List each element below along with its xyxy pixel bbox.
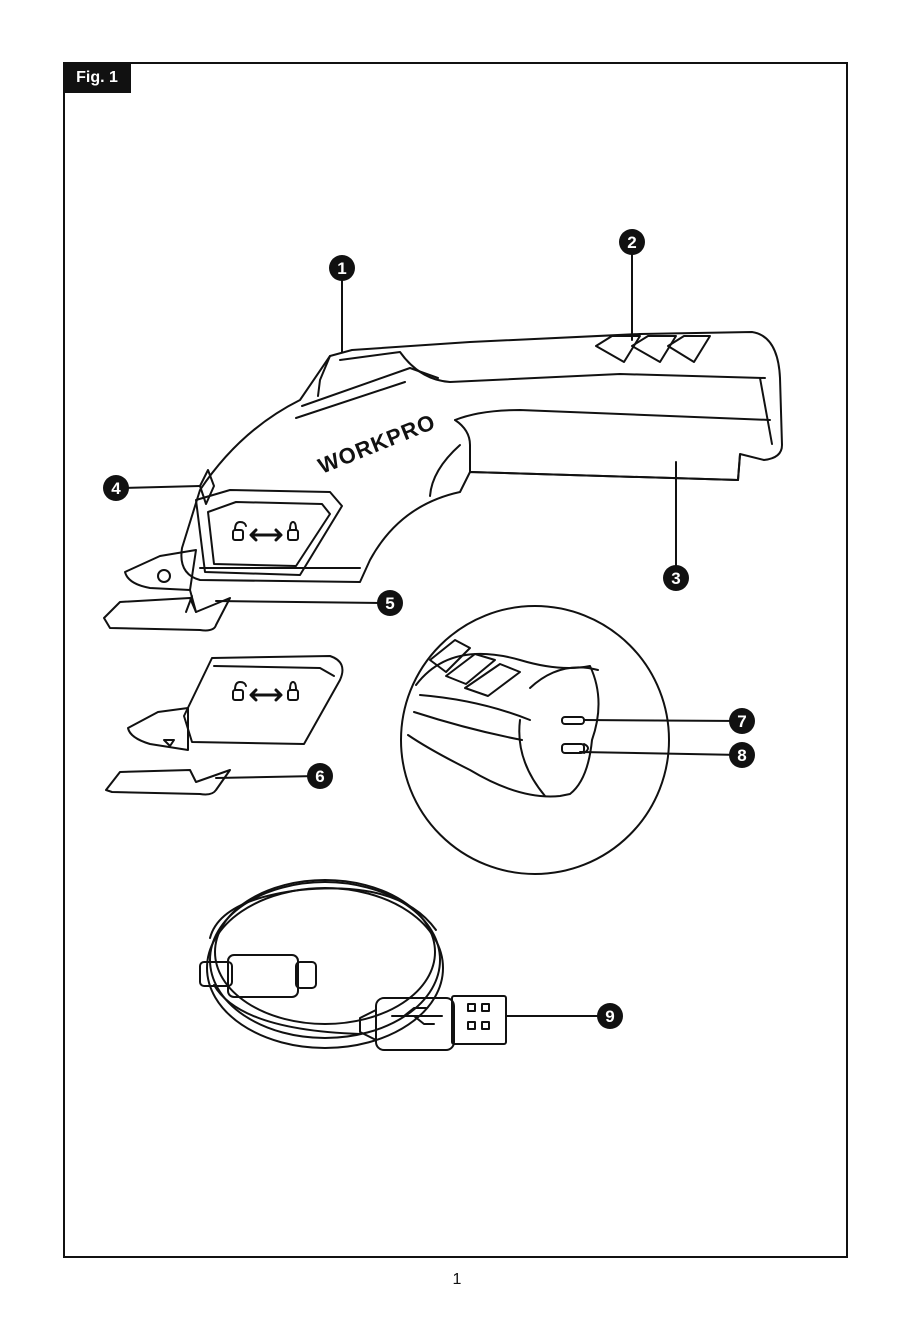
brand-logo: WORKPRO [315, 409, 440, 479]
callout-7: 7 [729, 708, 755, 734]
leader-lines [124, 250, 742, 1016]
svg-text:7: 7 [737, 712, 746, 731]
svg-text:2: 2 [627, 233, 636, 252]
svg-text:6: 6 [315, 767, 324, 786]
svg-text:4: 4 [111, 479, 121, 498]
page-number: 1 [0, 1271, 914, 1289]
callout-6: 6 [307, 763, 333, 789]
callout-4: 4 [103, 475, 129, 501]
callout-9: 9 [597, 1003, 623, 1029]
svg-text:5: 5 [385, 594, 394, 613]
charging-port-detail [401, 606, 669, 874]
callout-2: 2 [619, 229, 645, 255]
usb-cable [200, 880, 506, 1050]
svg-text:3: 3 [671, 569, 680, 588]
scissors-body [181, 332, 782, 582]
blade-assembly-attached [104, 550, 230, 630]
svg-text:8: 8 [737, 746, 746, 765]
callout-5: 5 [377, 590, 403, 616]
callout-3: 3 [663, 565, 689, 591]
svg-text:9: 9 [605, 1007, 614, 1026]
svg-text:1: 1 [337, 259, 346, 278]
callout-8: 8 [729, 742, 755, 768]
blade-assembly-spare [106, 656, 342, 795]
callout-1: 1 [329, 255, 355, 281]
